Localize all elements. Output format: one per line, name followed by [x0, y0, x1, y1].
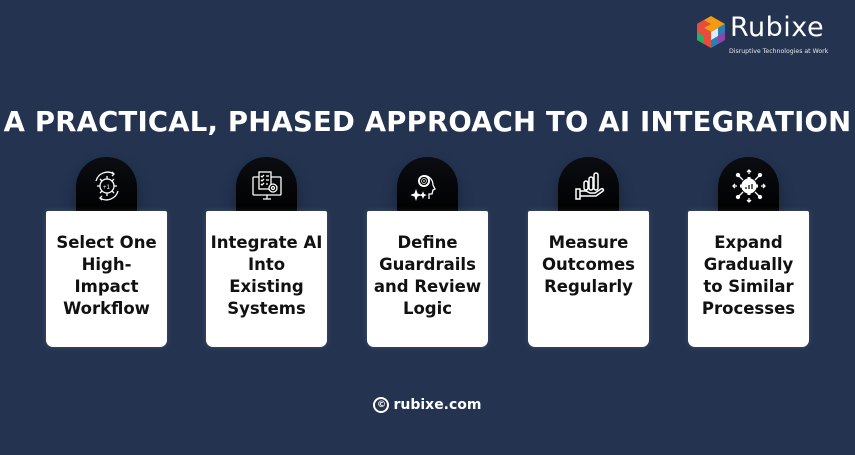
- brand-logo: Rubixe Disruptive Technologies at Work: [694, 12, 844, 64]
- step-label: Define Guardrails and Review Logic: [373, 233, 482, 318]
- step-icon-tab: +1: [76, 157, 137, 215]
- step-label: Measure Outcomes Regularly: [542, 233, 635, 296]
- monitor-checklist-gear-icon: [251, 171, 282, 200]
- step-label: Integrate AI Into Existing Systems: [210, 233, 323, 318]
- gear-cycle-icon: +1: [94, 171, 119, 201]
- step-icon-tab: [718, 157, 779, 215]
- page-title: A PRACTICAL, PHASED APPROACH TO AI INTEG…: [3, 106, 852, 138]
- step-card-5: Expand Gradually to Similar Processes: [688, 157, 809, 347]
- step-card-body: Integrate AI Into Existing Systems: [206, 211, 327, 347]
- brand-tagline: Disruptive Technologies at Work: [729, 48, 829, 55]
- website-link[interactable]: rubixe.com: [393, 397, 482, 413]
- step-icon-tab: [558, 157, 619, 215]
- brand-name: Rubixe: [730, 12, 825, 43]
- step-card-4: Measure Outcomes Regularly: [528, 157, 649, 347]
- step-card-body: Select One High-Impact Workflow: [46, 211, 167, 347]
- footer-url: © rubixe.com: [0, 397, 855, 413]
- step-label: Expand Gradually to Similar Processes: [701, 233, 796, 318]
- copyright-icon: ©: [373, 397, 390, 413]
- step-card-3: Define Guardrails and Review Logic: [367, 157, 488, 347]
- step-icon-tab: [397, 157, 458, 215]
- step-label: Select One High-Impact Workflow: [56, 233, 157, 318]
- step-card-body: Expand Gradually to Similar Processes: [688, 211, 809, 347]
- step-icon-tab: [236, 157, 297, 215]
- svg-text:+1: +1: [103, 185, 111, 191]
- hand-bar-chart-icon: [574, 172, 604, 200]
- step-card-1: +1 Select One High-Impact Workflow: [46, 157, 167, 347]
- head-gear-sparkle-icon: [410, 175, 436, 202]
- rubixe-cube-icon: [697, 16, 725, 48]
- step-card-body: Measure Outcomes Regularly: [528, 211, 649, 347]
- gear-network-expand-icon: [731, 169, 766, 203]
- step-card-body: Define Guardrails and Review Logic: [367, 211, 488, 347]
- step-card-2: Integrate AI Into Existing Systems: [206, 157, 327, 347]
